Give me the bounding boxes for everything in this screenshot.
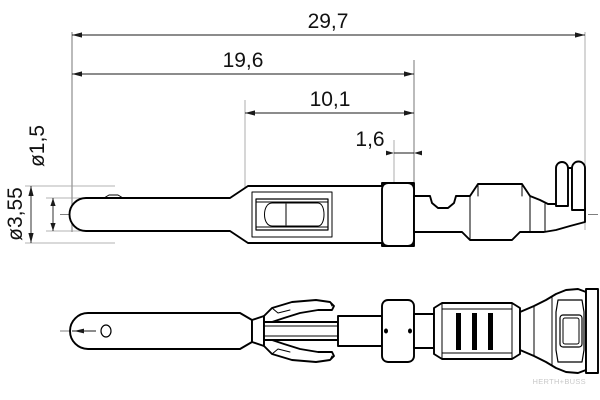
dimension-outer-diameter: ø3,55 [4, 186, 34, 243]
dimension-collar-width: 1,6 [355, 128, 422, 156]
dimension-label-overall-length: 29,7 [308, 10, 349, 33]
top-view [60, 160, 598, 247]
extension-lines [25, 32, 586, 244]
dimension-label-body-length: 19,6 [223, 49, 264, 72]
dimension-rear-length: 10,1 [245, 88, 414, 116]
dimension-label-pin-diameter: ø1,5 [26, 125, 49, 167]
watermark-label: HERTH+BUSS [532, 377, 586, 386]
dimension-label-outer-diameter: ø3,55 [4, 187, 27, 241]
dimension-label-rear-length: 10,1 [310, 88, 351, 111]
dimension-pin-diameter: ø1,5 [26, 125, 56, 231]
dimension-label-collar-width: 1,6 [355, 128, 384, 151]
side-view [60, 288, 599, 374]
dimension-body-length: 19,6 [72, 49, 414, 77]
dimension-overall-length: 29,7 [72, 10, 585, 38]
